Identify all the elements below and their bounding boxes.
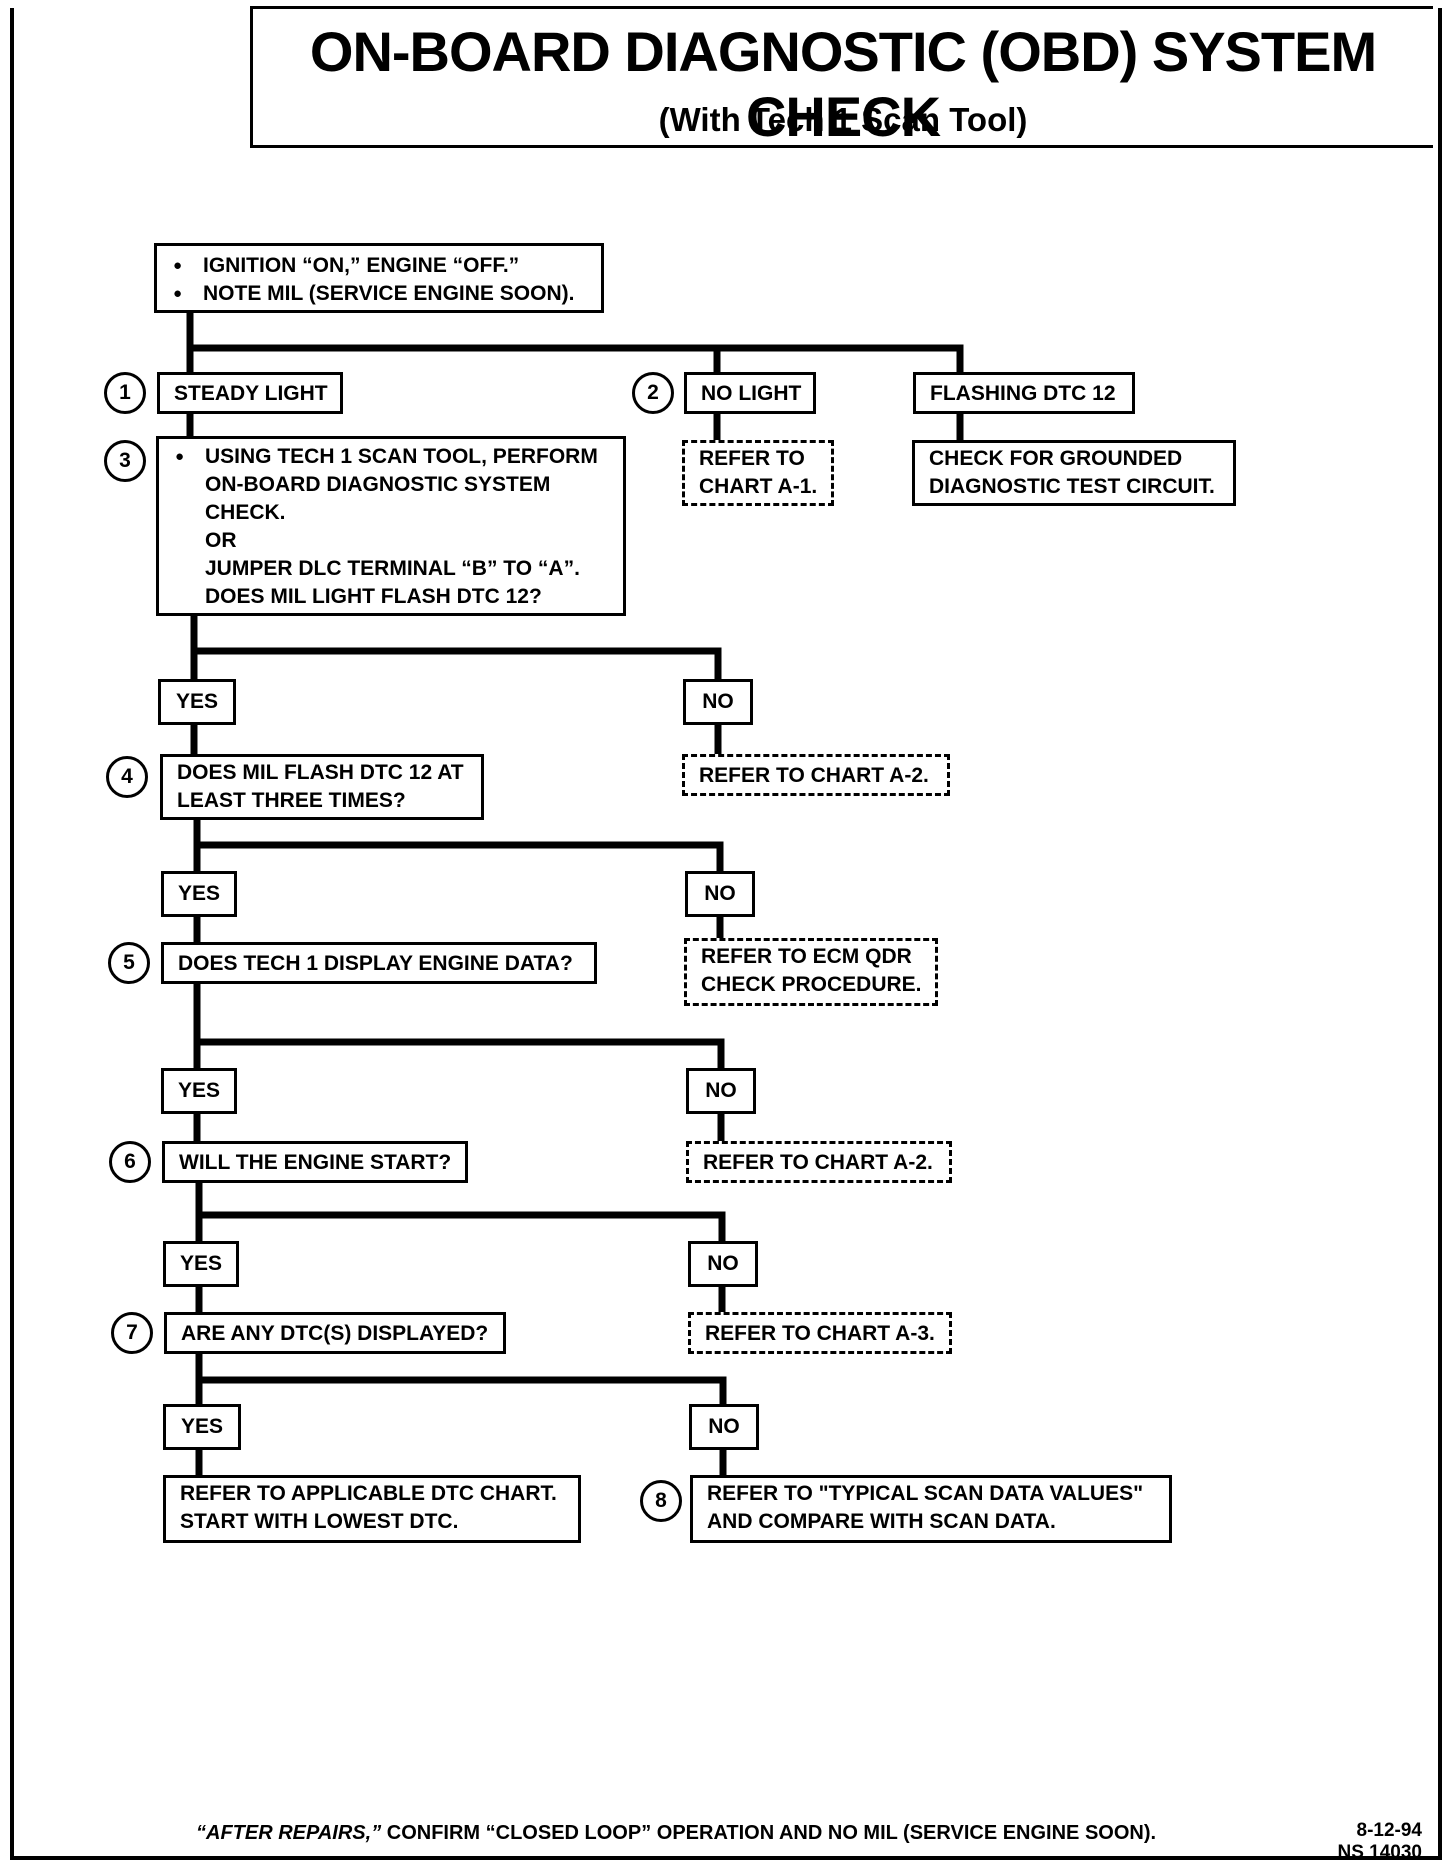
- page-title: ON-BOARD DIAGNOSTIC (OBD) SYSTEM CHECK: [309, 20, 1377, 148]
- refer-ecm-line-2: CHECK PROCEDURE.: [701, 973, 922, 996]
- step-number-8: 8: [640, 1480, 682, 1522]
- step4-box: DOES MIL FLASH DTC 12 AT LEAST THREE TIM…: [160, 754, 484, 820]
- step-number-5: 5: [108, 942, 150, 984]
- step3-line-4: JUMPER DLC TERMINAL “B” TO “A”.: [205, 557, 580, 580]
- step7-yes-label: YES: [163, 1404, 241, 1450]
- step5-box: DOES TECH 1 DISPLAY ENGINE DATA?: [161, 942, 597, 984]
- refer-a1-line-2: CHART A-1.: [699, 475, 818, 498]
- refer-chart-a2-second-box: REFER TO CHART A-2.: [686, 1141, 952, 1183]
- no-light-box: NO LIGHT: [684, 372, 816, 414]
- step-number-2: 2: [632, 372, 674, 414]
- step3-line-2: CHECK.: [205, 501, 286, 524]
- refer-ecm-qdr-box: REFER TO ECM QDR CHECK PROCEDURE.: [684, 938, 938, 1006]
- step6-box: WILL THE ENGINE START?: [162, 1141, 468, 1183]
- refer-ecm-line-1: REFER TO ECM QDR: [701, 945, 912, 968]
- step4-no-label: NO: [685, 871, 755, 917]
- refer-a1-line-1: REFER TO: [699, 447, 805, 470]
- check-grounded-line-1: CHECK FOR GROUNDED: [929, 447, 1183, 470]
- step3-line-1: ON-BOARD DIAGNOSTIC SYSTEM: [205, 473, 551, 496]
- refer-typical-scan-box: REFER TO "TYPICAL SCAN DATA VALUES" AND …: [690, 1475, 1172, 1543]
- check-grounded-line-2: DIAGNOSTIC TEST CIRCUIT.: [929, 475, 1215, 498]
- step-number-7: 7: [111, 1312, 153, 1354]
- step3-line-3: OR: [205, 529, 237, 552]
- refer-chart-a3-box: REFER TO CHART A-3.: [688, 1312, 952, 1354]
- refer-chart-a2-box: REFER TO CHART A-2.: [682, 754, 950, 796]
- step3-bullet: USING TECH 1 SCAN TOOL, PERFORM: [175, 443, 609, 471]
- start-box: IGNITION “ON,” ENGINE “OFF.” NOTE MIL (S…: [154, 243, 604, 313]
- page-frame: [10, 8, 1442, 1860]
- step-number-1: 1: [104, 372, 146, 414]
- flashing-dtc12-box: FLASHING DTC 12: [913, 372, 1135, 414]
- step4-yes-label: YES: [161, 871, 237, 917]
- refer-typical-line-1: REFER TO "TYPICAL SCAN DATA VALUES": [707, 1482, 1144, 1505]
- step5-no-label: NO: [686, 1068, 756, 1114]
- step5-yes-label: YES: [161, 1068, 237, 1114]
- step-number-3: 3: [104, 440, 146, 482]
- step6-no-label: NO: [688, 1241, 758, 1287]
- footer-after-repairs: “AFTER REPAIRS,”: [196, 1822, 382, 1844]
- refer-dtc-line-1: REFER TO APPLICABLE DTC CHART.: [180, 1482, 557, 1505]
- step7-no-label: NO: [689, 1404, 759, 1450]
- step-number-4: 4: [106, 756, 148, 798]
- step3-no-label: NO: [683, 679, 753, 725]
- step7-box: ARE ANY DTC(s) DISPLAYED?: [164, 1312, 506, 1354]
- steady-light-box: STEADY LIGHT: [157, 372, 343, 414]
- step3-yes-label: YES: [158, 679, 236, 725]
- step4-line-1: DOES MIL FLASH DTC 12 AT: [177, 761, 464, 784]
- page-subtitle: (With Tech 1 Scan Tool): [658, 101, 1028, 138]
- refer-typical-line-2: AND COMPARE WITH SCAN DATA.: [707, 1510, 1056, 1533]
- start-bullet-ignition: IGNITION “ON,” ENGINE “OFF.”: [173, 252, 587, 280]
- step3-line-5: DOES MIL LIGHT FLASH DTC 12?: [205, 585, 542, 608]
- footer-rest: CONFIRM “CLOSED LOOP” OPERATION AND NO M…: [381, 1822, 1157, 1844]
- step3-box: USING TECH 1 SCAN TOOL, PERFORM ON-BOARD…: [156, 436, 626, 616]
- document-date: 8-12-94: [1356, 1820, 1423, 1841]
- check-grounded-box: CHECK FOR GROUNDED DIAGNOSTIC TEST CIRCU…: [912, 440, 1236, 506]
- footer-note: “AFTER REPAIRS,” CONFIRM “CLOSED LOOP” O…: [196, 1822, 1156, 1845]
- step6-yes-label: YES: [163, 1241, 239, 1287]
- title-box: ON-BOARD DIAGNOSTIC (OBD) SYSTEM CHECK (…: [250, 6, 1433, 148]
- step4-line-2: LEAST THREE TIMES?: [177, 789, 406, 812]
- document-code: 8-12-94 NS 14030: [1337, 1820, 1422, 1864]
- refer-dtc-chart-box: REFER TO APPLICABLE DTC CHART. START WIT…: [163, 1475, 581, 1543]
- start-bullet-mil: NOTE MIL (SERVICE ENGINE SOON).: [173, 280, 587, 308]
- refer-dtc-line-2: START WITH LOWEST DTC.: [180, 1510, 459, 1533]
- document-number: NS 14030: [1337, 1842, 1422, 1863]
- step-number-6: 6: [109, 1141, 151, 1183]
- refer-chart-a1-box: REFER TO CHART A-1.: [682, 440, 834, 506]
